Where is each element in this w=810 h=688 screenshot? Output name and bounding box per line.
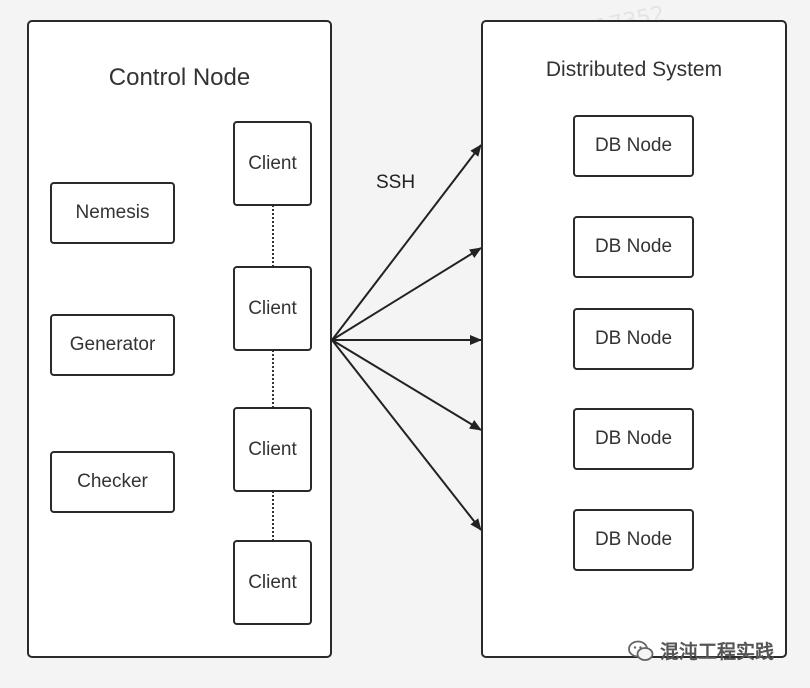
brand-text: 混沌工程实践: [660, 641, 775, 663]
wechat-icon: [628, 640, 654, 662]
client-box: Client: [233, 540, 312, 625]
db-node-box: DB Node: [573, 115, 694, 177]
control-node-title: Control Node: [108, 64, 251, 91]
db-node-box: DB Node: [573, 308, 694, 370]
db-node-box: DB Node: [573, 408, 694, 470]
ssh-arrow: [331, 339, 482, 431]
distributed-system-title: Distributed System: [545, 58, 723, 81]
client-connector: [272, 205, 274, 267]
db-node-box: DB Node: [573, 509, 694, 571]
checker-box: Checker: [50, 451, 175, 513]
client-box: Client: [233, 121, 312, 206]
client-connector: [272, 350, 274, 408]
client-box: Client: [233, 407, 312, 492]
client-connector: [272, 491, 274, 541]
generator-box: Generator: [50, 314, 175, 376]
client-box: Client: [233, 266, 312, 351]
nemesis-box: Nemesis: [50, 182, 175, 244]
ssh-arrow: [331, 247, 482, 341]
brand-mark: 混沌工程实践: [628, 637, 774, 664]
ssh-arrow: [331, 339, 482, 531]
db-node-box: DB Node: [573, 216, 694, 278]
ssh-label: SSH: [376, 172, 416, 193]
ssh-arrow: [331, 144, 482, 341]
